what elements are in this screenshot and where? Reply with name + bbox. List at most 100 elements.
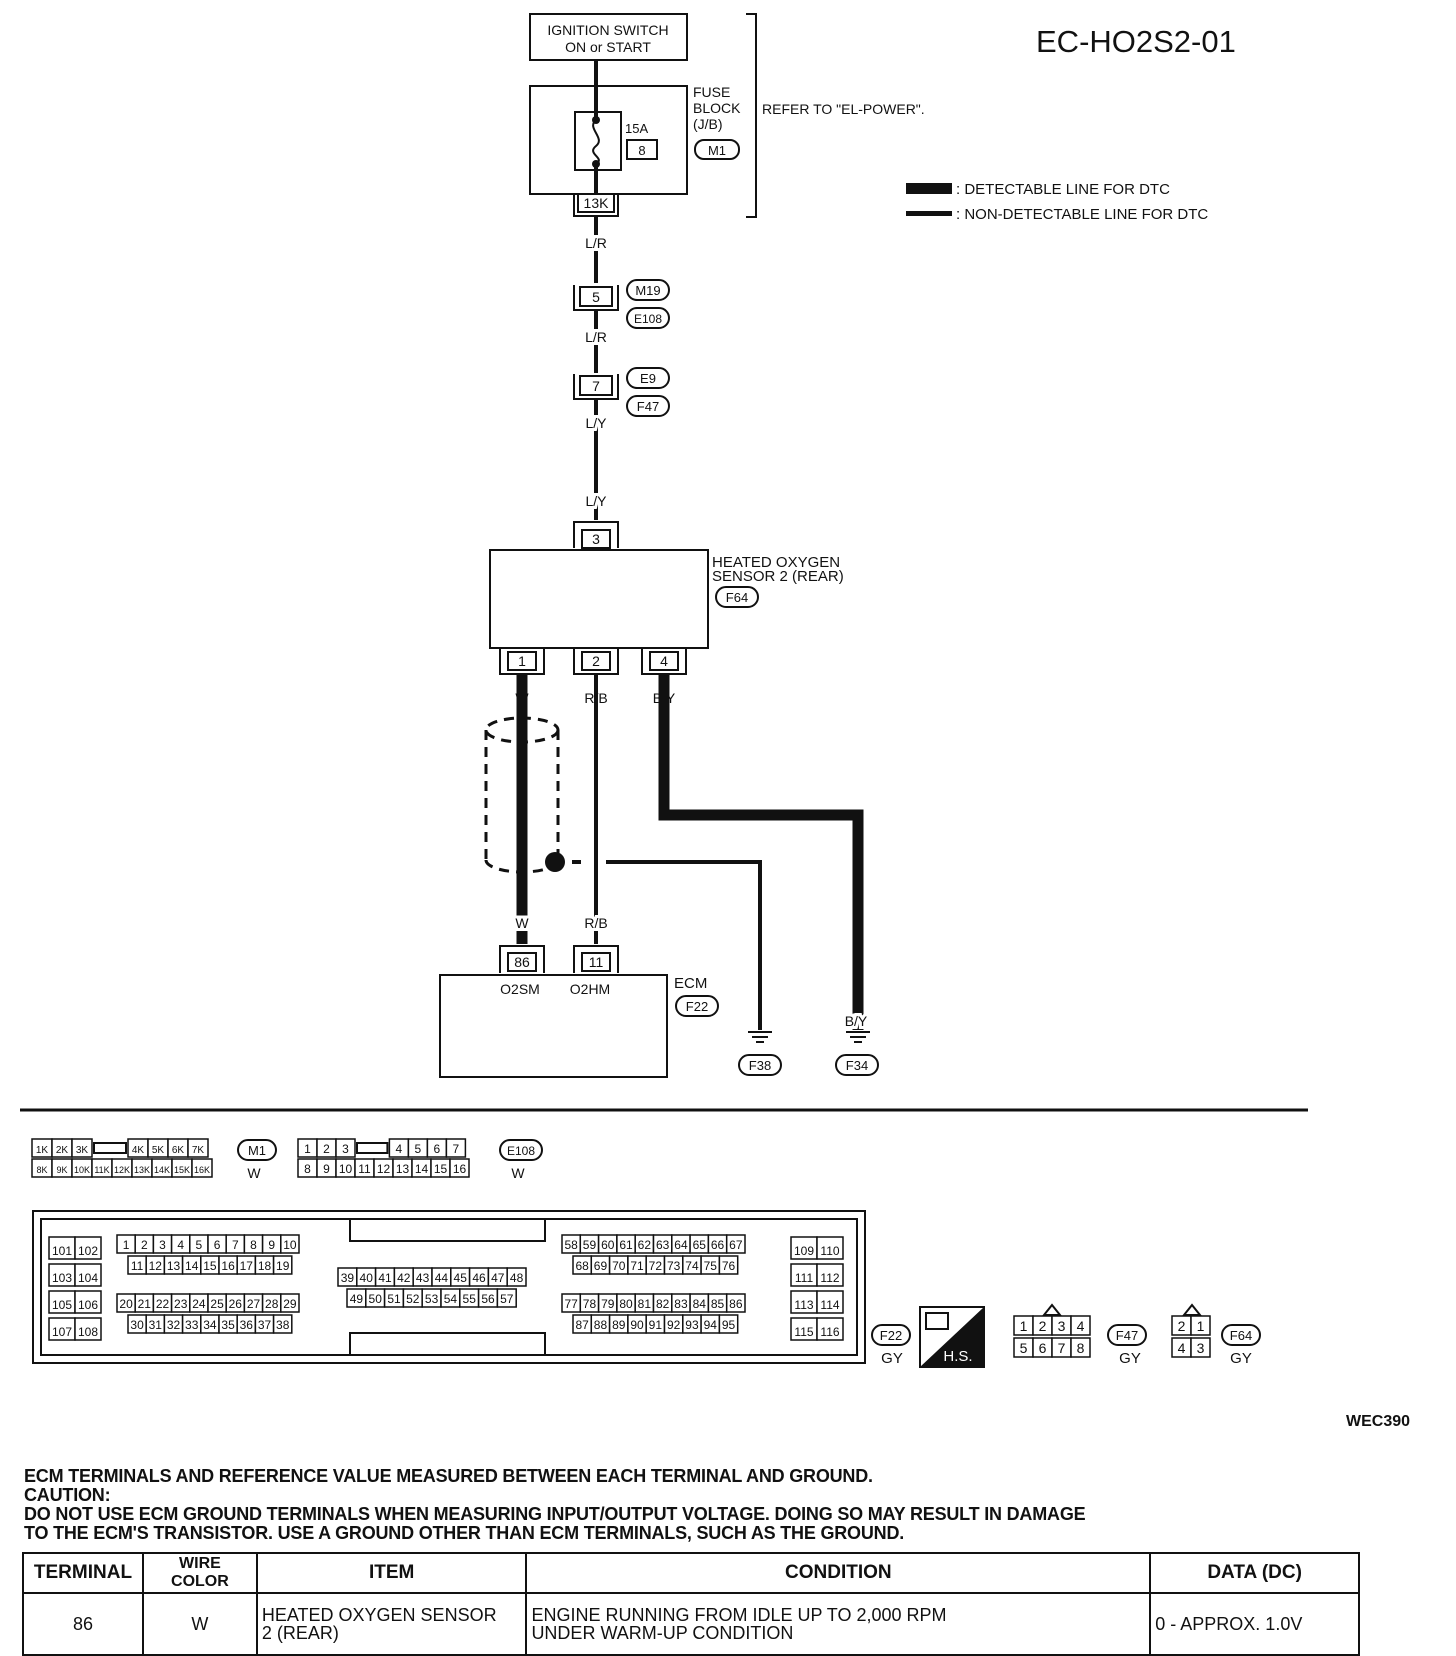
sensor-name-1: HEATED OXYGEN	[712, 554, 840, 571]
ecm-right-pin: 109	[794, 1244, 814, 1258]
ecm-connector-id: F22	[686, 999, 708, 1014]
ecm-g3-pin: 64	[674, 1238, 688, 1252]
fuse-block-label-3: (J/B)	[693, 116, 723, 132]
ecm-g1-pin: 5	[196, 1238, 203, 1252]
notes-text-2: TO THE ECM'S TRANSISTOR. USE A GROUND OT…	[24, 1523, 905, 1543]
ecm-g3-pin: 88	[594, 1318, 608, 1332]
ecm-g3-pin: 67	[729, 1238, 743, 1252]
ecm-left-pin: 105	[52, 1298, 72, 1312]
ecm-g3-pin: 79	[601, 1297, 615, 1311]
ecm-g1-cell	[280, 1293, 300, 1313]
conn2-id-b: F47	[637, 399, 659, 414]
ecm-g3-cell	[718, 1314, 739, 1334]
f47-top-pin: 1	[1020, 1318, 1028, 1334]
f47-top-pin: 3	[1058, 1318, 1066, 1334]
conn2-terminal: 7	[592, 378, 600, 394]
wire-ly-2: L/Y	[585, 493, 607, 509]
f47-bottom-pin: 6	[1039, 1340, 1047, 1356]
header-data: DATA (DC)	[1149, 1552, 1360, 1594]
ecm-right-cell	[816, 1290, 844, 1314]
ecm-g3-pin: 83	[674, 1297, 688, 1311]
ecm-g1-pin: 36	[240, 1318, 254, 1332]
e108-bottom-pin: 10	[339, 1162, 353, 1176]
ecm-g1-pin: 17	[240, 1259, 254, 1273]
ecm-g2-pin: 39	[341, 1271, 355, 1285]
ecm-g3-pin: 70	[612, 1259, 626, 1273]
ecm-g1-pin: 13	[167, 1259, 181, 1273]
ecm-left-cell	[74, 1317, 102, 1341]
ecm-g1-pin: 37	[258, 1318, 272, 1332]
ecm-g1-pin: 3	[159, 1238, 166, 1252]
ecm-g3-pin: 89	[612, 1318, 626, 1332]
hs-label: H.S.	[943, 1348, 972, 1365]
connector-blank-cell	[93, 1142, 127, 1154]
ecm-g3-pin: 84	[693, 1297, 707, 1311]
ecm-g1-pin: 23	[174, 1297, 188, 1311]
ecm-wire-w: W	[515, 915, 529, 931]
e108-bottom-pin: 16	[453, 1162, 467, 1176]
header-wire-color: WIRE COLOR	[141, 1552, 258, 1594]
ignition-switch-label-1: IGNITION SWITCH	[547, 22, 668, 38]
ecm-g2-pin: 43	[416, 1271, 430, 1285]
m1-top-pin: 3K	[76, 1145, 89, 1156]
ecm-wire-rb: R/B	[584, 915, 607, 931]
m1-top-cell	[187, 1138, 209, 1158]
ecm-g1-pin: 16	[221, 1259, 235, 1273]
e108-bottom-cell	[449, 1158, 470, 1178]
ecm-g2-pin: 56	[481, 1292, 495, 1306]
ecm-right-pin: 114	[820, 1298, 839, 1312]
table-row: 86 W HEATED OXYGEN SENSOR 2 (REAR) ENGIN…	[22, 1592, 1360, 1656]
ecm-g3-cell	[725, 1293, 746, 1313]
ecm-g2-pin: 53	[425, 1292, 439, 1306]
ecm-g1-cell	[272, 1255, 293, 1275]
header-condition: CONDITION	[525, 1552, 1152, 1594]
f47-bottom-cell	[1070, 1337, 1091, 1358]
ecm-g3-pin: 74	[685, 1259, 699, 1273]
svg-text:4: 4	[660, 653, 668, 669]
sensor-terminal-1: 1	[499, 648, 545, 675]
m1-top-pin: 1K	[36, 1145, 49, 1156]
legend-non-detectable-swatch	[906, 211, 952, 216]
f64-top-pin: 1	[1197, 1318, 1205, 1334]
ecm-right-cell	[816, 1317, 844, 1341]
ecm-left-cell	[74, 1290, 102, 1314]
ecm-g1-pin: 4	[177, 1238, 184, 1252]
ecm-g3-pin: 68	[575, 1259, 589, 1273]
f64-latch	[1181, 1303, 1203, 1316]
ecm-g3-pin: 60	[601, 1238, 615, 1252]
cell-item-line-2: 2 (REAR)	[261, 1623, 339, 1643]
ecm-left-pin: 106	[78, 1298, 98, 1312]
ecm-connector-key-top	[349, 1218, 546, 1242]
f47-bottom-pin: 5	[1020, 1340, 1028, 1356]
refer-text: REFER TO "EL-POWER".	[762, 101, 925, 117]
ecm-g2-pin: 49	[350, 1292, 364, 1306]
ecm-g2-cell	[496, 1288, 517, 1308]
e108-top-pin: 7	[453, 1142, 460, 1156]
ground-f34: F34	[846, 1058, 868, 1073]
ecm-right-cell	[816, 1236, 844, 1260]
ground-f34-wire: B/Y	[845, 1013, 868, 1029]
f47-bottom-pin: 7	[1058, 1340, 1066, 1356]
ecm-g1-pin: 35	[221, 1318, 235, 1332]
svg-text:2: 2	[592, 653, 600, 669]
m1-top-cell	[71, 1138, 93, 1158]
ecm-g2-pin: 45	[454, 1271, 468, 1285]
conn1-id-b: E108	[634, 312, 662, 326]
header-terminal: TERMINAL	[22, 1552, 144, 1594]
ecm-g3-pin: 91	[649, 1318, 663, 1332]
m1-bottom-pin: 12K	[114, 1165, 130, 1175]
ecm-terminal-86: 86	[499, 945, 545, 973]
ecm-g1-pin: 32	[167, 1318, 181, 1332]
ecm-g1-pin: 33	[185, 1318, 199, 1332]
ignition-switch-label-2: ON or START	[565, 39, 651, 55]
ecm-g1-pin: 1	[123, 1238, 130, 1252]
m1-bottom-pin: 13K	[134, 1165, 150, 1175]
ecm-g3-pin: 58	[564, 1238, 578, 1252]
e108-top-pin: 6	[434, 1142, 441, 1156]
sensor-terminal-2: 2	[573, 648, 619, 675]
fuse-block-box	[529, 85, 688, 195]
ecm-g1-pin: 27	[247, 1297, 261, 1311]
ecm-g3-pin: 85	[711, 1297, 725, 1311]
